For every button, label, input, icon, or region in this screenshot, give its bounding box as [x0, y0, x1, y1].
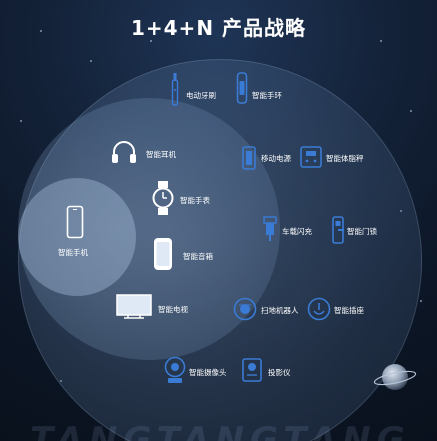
- toothbrush-icon: [171, 72, 179, 106]
- ringN-label-0: 电动牙刷: [186, 91, 216, 100]
- ringN-label-4: 车载闪充: [282, 227, 312, 236]
- ring-4-circle: [18, 98, 280, 360]
- projector-icon: [242, 358, 262, 382]
- ring4-label-0: 智能耳机: [146, 150, 176, 159]
- camera-icon: [164, 356, 186, 384]
- planet-decoration: [373, 355, 417, 399]
- smart-speaker-icon: [153, 237, 173, 271]
- body-scale-icon: [300, 146, 322, 168]
- center-label: 智能手机: [58, 248, 88, 257]
- ringN-label-5: 智能门锁: [347, 227, 377, 236]
- smartphone-icon: [66, 205, 84, 239]
- smart-plug-icon: [307, 297, 331, 321]
- robot-vacuum-icon: [233, 297, 257, 321]
- ring-n-circle: [18, 59, 422, 441]
- ring4-label-1: 智能手表: [180, 196, 210, 205]
- ringN-label-9: 投影仪: [268, 368, 291, 377]
- ringN-label-3: 智能体脂秤: [326, 154, 364, 163]
- power-bank-icon: [242, 146, 256, 170]
- door-lock-icon: [331, 216, 345, 244]
- page-title: 1+4+N 产品战略: [130, 16, 307, 40]
- ring4-label-3: 智能电视: [158, 305, 188, 314]
- background-watermark-text: TANGTANGTANG: [30, 420, 411, 441]
- headphones-icon: [110, 139, 138, 165]
- fitness-band-icon: [236, 72, 248, 104]
- ringN-label-2: 移动电源: [261, 154, 291, 163]
- car-charger-icon: [263, 216, 277, 242]
- smartwatch-icon: [152, 180, 174, 216]
- ringN-label-1: 智能手环: [252, 91, 282, 100]
- ringN-label-6: 扫地机器人: [261, 306, 299, 315]
- ring4-label-2: 智能音箱: [183, 252, 213, 261]
- ringN-label-8: 智能摄像头: [189, 368, 227, 377]
- tv-icon: [116, 294, 152, 320]
- ringN-label-7: 智能插座: [334, 306, 364, 315]
